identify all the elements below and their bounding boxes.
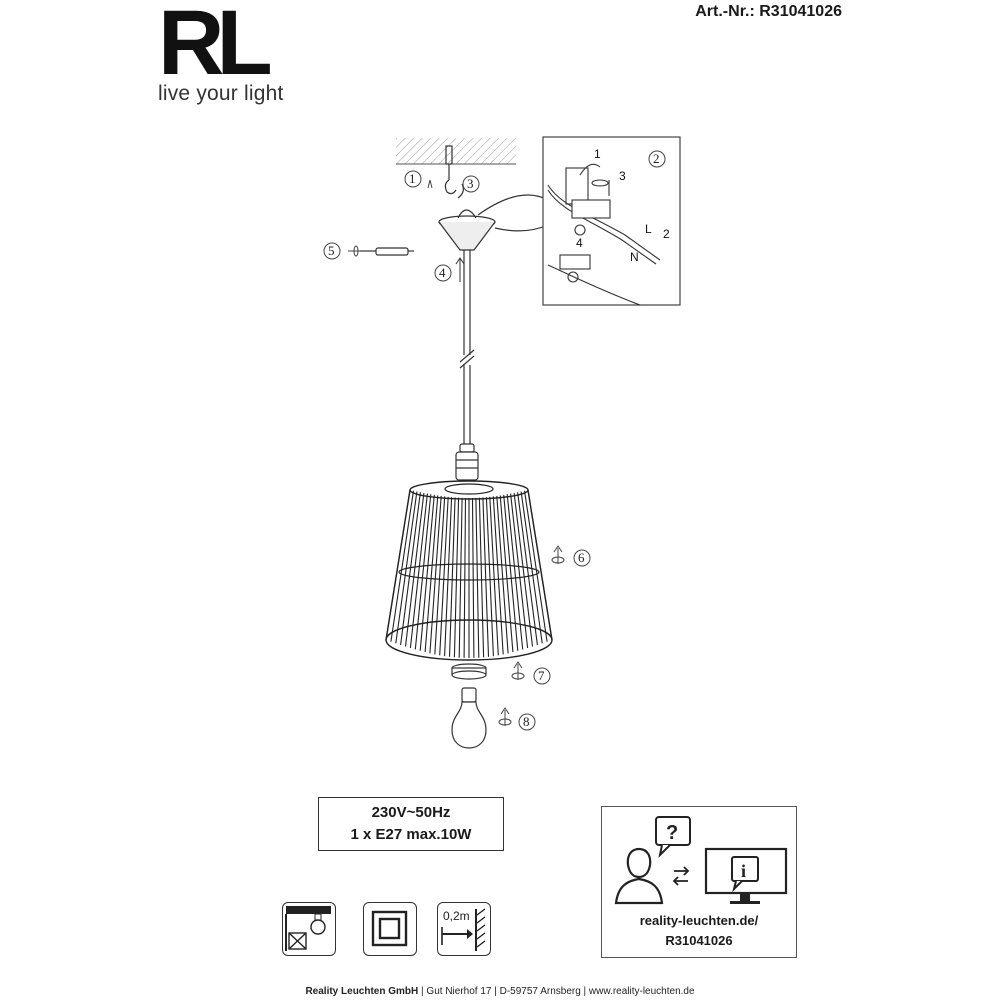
svg-text:2: 2 xyxy=(653,151,660,166)
question-bubble-icon: ? xyxy=(655,816,691,859)
voltage-spec: 230V~50Hz xyxy=(371,804,451,821)
brand-tagline: live your light xyxy=(158,82,284,105)
svg-text:N: N xyxy=(630,250,639,264)
svg-text:6: 6 xyxy=(578,550,585,565)
svg-text:L: L xyxy=(645,222,652,236)
assembly-diagram: 1 3 4 5 xyxy=(323,136,681,749)
user-help-illustration: ? i xyxy=(614,816,788,905)
shade-ring-icon xyxy=(451,663,487,680)
ceiling xyxy=(396,138,516,165)
double-square-icon xyxy=(371,910,408,947)
ceiling-hook-icon xyxy=(444,145,464,199)
footer-address: Reality Leuchten GmbH | Gut Nierhof 17 |… xyxy=(0,986,1000,997)
svg-text:1: 1 xyxy=(594,147,601,161)
screwdriver-icon xyxy=(360,247,414,256)
lamp-holder-icon xyxy=(455,443,479,481)
svg-text:2: 2 xyxy=(663,227,670,241)
distance-arrow-icon: 0,2m xyxy=(441,908,486,951)
svg-text:0,2m: 0,2m xyxy=(443,909,470,923)
light-bulb-icon xyxy=(451,687,487,749)
step-3-marker: 3 xyxy=(462,175,480,193)
svg-text:5: 5 xyxy=(328,243,335,258)
svg-text:i: i xyxy=(741,861,746,881)
step-6-marker: 6 xyxy=(551,545,591,567)
user-icon xyxy=(614,847,664,905)
svg-text:7: 7 xyxy=(538,668,545,683)
bulb-spec: 1 x E27 max.10W xyxy=(350,826,472,843)
electrical-spec-box: 230V~50Hz 1 x E27 max.10W xyxy=(318,797,504,851)
lampshade-icon xyxy=(385,480,553,661)
ceiling-canopy-icon xyxy=(438,209,496,251)
info-code: R31041026 xyxy=(665,933,733,948)
protection-class-ii-symbol xyxy=(363,902,417,956)
footer-details: | Gut Nierhof 17 | D-59757 Arnsberg | ww… xyxy=(418,986,695,997)
step-7-marker: 7 xyxy=(511,661,551,685)
article-number: Art.-Nr.: R31041026 xyxy=(695,3,842,20)
sync-arrows-icon xyxy=(672,866,690,886)
step-1-marker: 1 xyxy=(404,170,433,189)
info-url[interactable]: reality-leuchten.de/ xyxy=(639,913,759,928)
minimum-distance-symbol: 0,2m xyxy=(437,902,491,956)
svg-text:1: 1 xyxy=(409,171,416,186)
svg-text:4: 4 xyxy=(576,236,583,250)
logo-letters: RL xyxy=(158,2,270,80)
wiring-inset: 1 3 4 2 L N 2 xyxy=(542,136,681,306)
rl-logo: RL xyxy=(158,2,278,80)
svg-text:8: 8 xyxy=(523,714,530,729)
no-covering-bulb-symbol xyxy=(282,902,336,956)
svg-text:3: 3 xyxy=(467,176,474,191)
step-8-marker: 8 xyxy=(498,707,536,731)
online-info-box: ? i reality-leuchten.de/ R31041026 xyxy=(601,806,797,958)
monitor-info-icon: i xyxy=(704,847,788,904)
svg-text:?: ? xyxy=(666,822,678,844)
step-5-marker: 5 xyxy=(323,242,362,260)
pendant-cord xyxy=(459,250,475,446)
step-4-marker: 4 xyxy=(434,257,465,282)
bulb-warning-icon xyxy=(285,906,331,951)
svg-text:3: 3 xyxy=(619,169,626,183)
svg-text:4: 4 xyxy=(439,265,446,280)
footer-company: Reality Leuchten GmbH xyxy=(305,986,419,997)
